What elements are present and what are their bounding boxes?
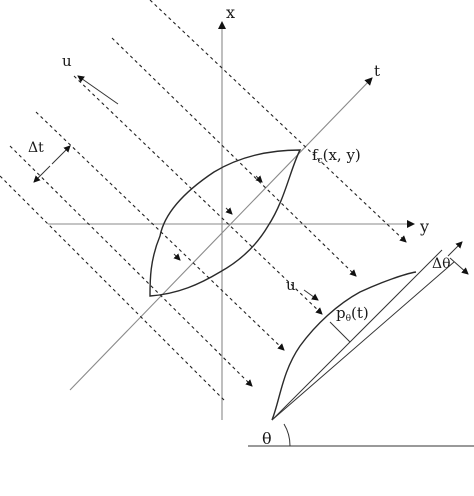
object-function-subscript: c (318, 156, 323, 166)
object-function-label: fc(x, y) (312, 146, 361, 166)
delta-theta-arrow (447, 241, 463, 257)
object-contour (149, 149, 302, 297)
ray-arrow (255, 175, 263, 183)
x-axis-label: x (226, 3, 235, 22)
projection-baseline (271, 261, 455, 421)
y-axis-label: y (419, 217, 429, 236)
object-function-name: f (312, 146, 319, 164)
delta-t-arrow (33, 165, 51, 183)
projection-ray (111, 37, 357, 277)
normal-line (329, 321, 351, 343)
delta-t-arrow (51, 145, 71, 165)
delta-t-label: Δt (28, 140, 44, 156)
ray-arrow (173, 253, 181, 261)
projection-ray (0, 175, 227, 403)
projection-args: (t) (351, 304, 369, 322)
delta-theta-arrow (449, 257, 469, 275)
projection-baseline (271, 249, 443, 421)
projection-ray (149, 0, 407, 243)
projection-ray (73, 75, 323, 315)
t-axis-label: t (374, 62, 380, 80)
projection-ray (35, 111, 285, 351)
projection-ray (9, 145, 253, 387)
projection-label: pθ(t) (336, 304, 369, 324)
theta-label: θ (262, 429, 272, 448)
projection-curve (271, 271, 417, 421)
object-function-args: (x, y) (323, 146, 361, 164)
projection-name: p (336, 304, 346, 322)
ray-arrow (225, 207, 233, 215)
delta-theta-label: Δθ (432, 256, 451, 272)
u-top-label: u (62, 52, 72, 70)
theta-arc (283, 423, 291, 447)
u-direction-arrow (77, 75, 119, 105)
u-bottom-label: u (286, 276, 296, 294)
projection-subscript: θ (346, 314, 351, 324)
t-axis (69, 77, 373, 391)
u-bottom-arrow (303, 289, 319, 301)
